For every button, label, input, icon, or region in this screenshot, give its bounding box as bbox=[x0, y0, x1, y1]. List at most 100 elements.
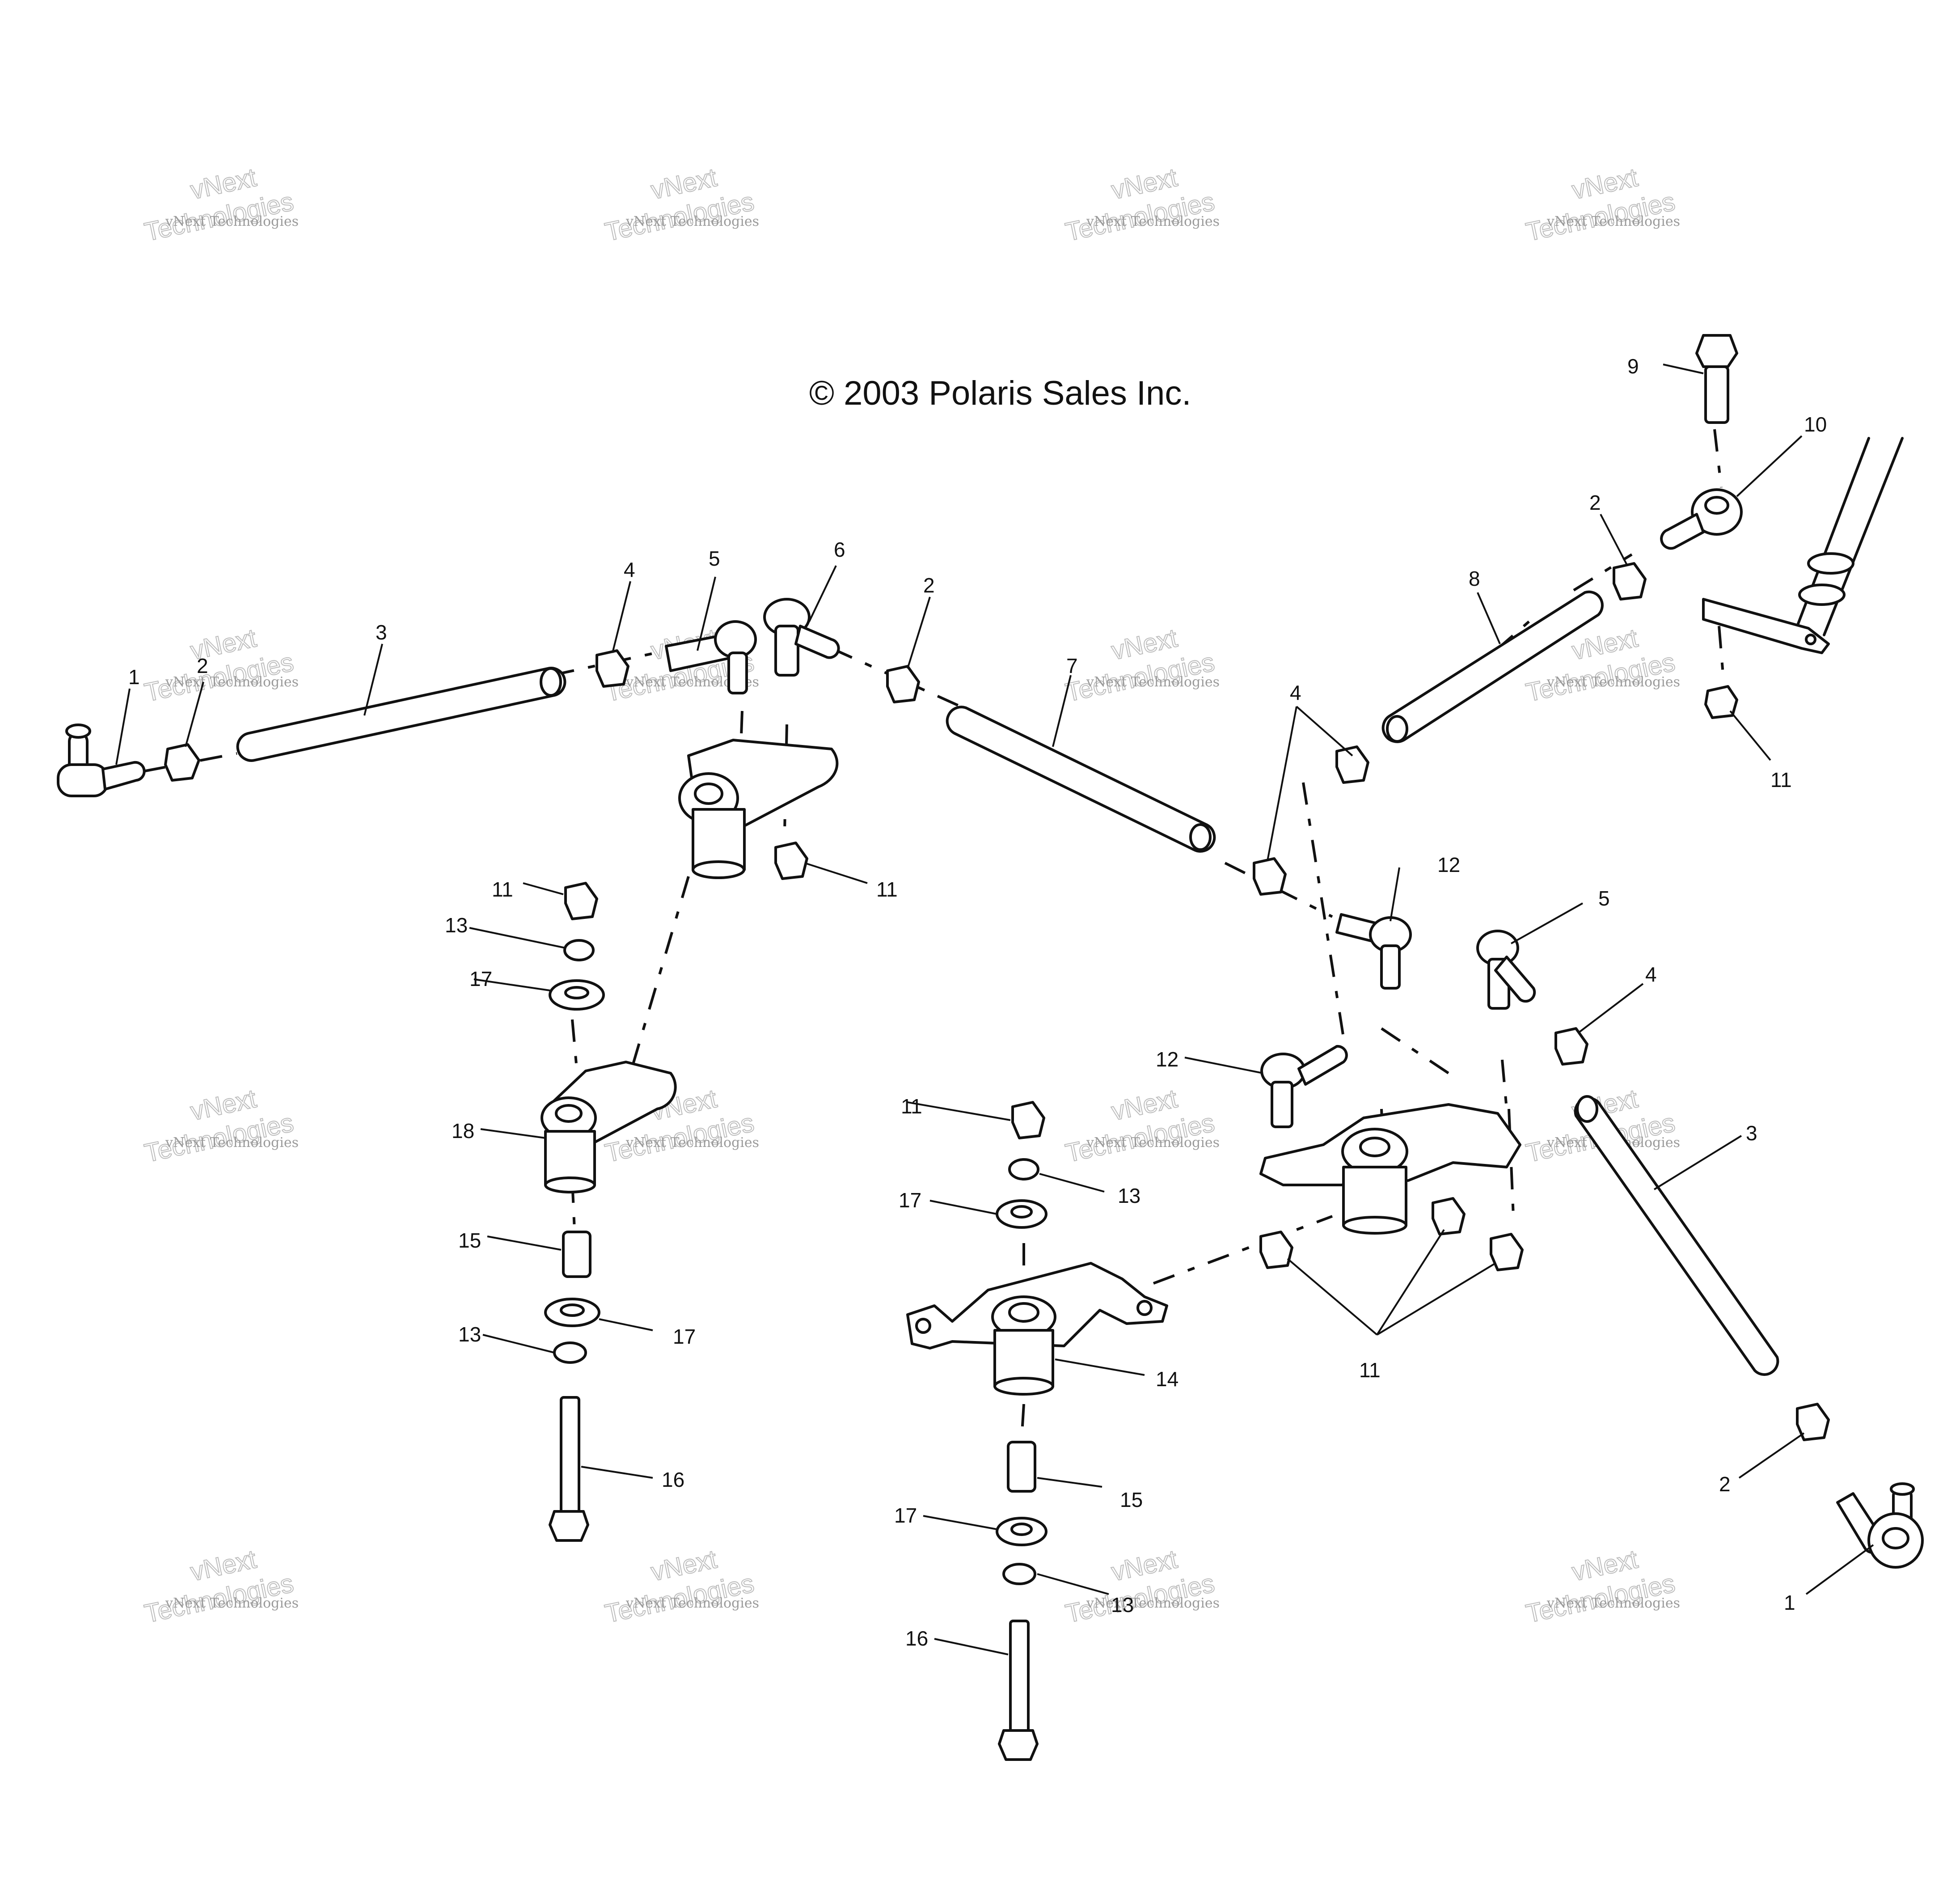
part-ball-joint-12b bbox=[1260, 1045, 1348, 1128]
callout-16: 16 bbox=[662, 1468, 684, 1491]
part-bolt-9 bbox=[1695, 334, 1738, 424]
watermark-small: vNext Technologies bbox=[625, 214, 759, 229]
part-tie-rod-end-left bbox=[57, 724, 146, 797]
watermark-small: vNext Technologies bbox=[165, 1135, 299, 1151]
callout-10: 10 bbox=[1804, 413, 1827, 436]
watermark-small: vNext Technologies bbox=[625, 1595, 759, 1611]
part-bolt-16b bbox=[998, 1620, 1039, 1761]
copyright-text: © 2003 Polaris Sales Inc. bbox=[809, 374, 1191, 412]
watermark-small: vNext Technologies bbox=[1546, 1595, 1680, 1611]
part-jam-nut-2d bbox=[1796, 1403, 1830, 1441]
part-lock-nut-11g bbox=[1490, 1233, 1524, 1271]
watermark-small: vNext Technologies bbox=[1086, 1595, 1220, 1611]
part-idler-arm-18 bbox=[541, 1061, 677, 1193]
part-jam-nut-4c bbox=[1335, 745, 1369, 784]
part-jam-nut-2c bbox=[1613, 562, 1647, 601]
part-lock-nut-11a bbox=[1704, 685, 1738, 719]
leader-lines bbox=[115, 364, 1874, 1655]
callout-3: 3 bbox=[1746, 1121, 1757, 1145]
part-center-tube bbox=[946, 706, 1216, 853]
part-steering-column bbox=[1702, 437, 1904, 654]
callout-13: 13 bbox=[458, 1323, 481, 1346]
callout-16: 16 bbox=[905, 1627, 928, 1650]
part-ball-joint-10 bbox=[1660, 488, 1743, 550]
part-spacer-17c bbox=[996, 1199, 1048, 1229]
part-washer-13a bbox=[563, 939, 595, 961]
part-spacer-17d bbox=[996, 1517, 1048, 1546]
callout-18: 18 bbox=[452, 1119, 474, 1142]
callout-17: 17 bbox=[894, 1504, 917, 1527]
part-tie-rod-tube-right bbox=[1381, 590, 1604, 743]
part-spacer-17a bbox=[549, 979, 605, 1011]
callout-2: 2 bbox=[1589, 491, 1601, 514]
part-ball-joint-6 bbox=[763, 598, 840, 677]
part-washer-13c bbox=[1008, 1158, 1039, 1180]
callout-2: 2 bbox=[923, 574, 935, 597]
part-lock-nut-11f bbox=[1432, 1197, 1466, 1235]
callout-6: 6 bbox=[834, 538, 845, 561]
callout-15: 15 bbox=[1120, 1488, 1143, 1511]
part-bushing-15a bbox=[562, 1231, 591, 1278]
callout-1: 1 bbox=[128, 665, 140, 689]
part-jam-nut-2b bbox=[886, 665, 920, 703]
callout-11: 11 bbox=[876, 878, 898, 901]
callout-13: 13 bbox=[445, 914, 468, 937]
callout-13: 13 bbox=[1111, 1593, 1134, 1616]
part-ball-joint-12a bbox=[1335, 913, 1412, 990]
watermark-small: vNext Technologies bbox=[1546, 674, 1680, 690]
callout-17: 17 bbox=[469, 967, 492, 990]
callout-13: 13 bbox=[1118, 1184, 1140, 1207]
callout-4: 4 bbox=[1645, 963, 1657, 986]
callout-2: 2 bbox=[1719, 1472, 1731, 1496]
part-bolt-16a bbox=[549, 1396, 589, 1542]
callout-14: 14 bbox=[1156, 1367, 1178, 1391]
watermark-small: vNext Technologies bbox=[165, 214, 299, 229]
callout-11: 11 bbox=[901, 1095, 922, 1118]
part-bushing-15b bbox=[1007, 1441, 1036, 1493]
watermark-small: vNext Technologies bbox=[625, 1135, 759, 1151]
part-ball-joint-5a bbox=[665, 620, 757, 694]
part-tie-rod-tube-lower-right bbox=[1574, 1095, 1779, 1376]
callout-17: 17 bbox=[899, 1189, 921, 1212]
callout-3: 3 bbox=[376, 621, 387, 644]
part-pitman-arm-upper bbox=[678, 739, 839, 879]
callout-11: 11 bbox=[1359, 1358, 1381, 1382]
callout-4: 4 bbox=[1290, 681, 1301, 704]
watermark-small: vNext Technologies bbox=[1086, 214, 1220, 229]
part-jam-nut-2a bbox=[164, 743, 200, 782]
callout-11: 11 bbox=[1770, 768, 1792, 791]
part-ball-joint-5b bbox=[1476, 930, 1536, 1010]
callout-4: 4 bbox=[624, 558, 635, 581]
part-lock-nut-11b bbox=[774, 842, 808, 880]
callout-1: 1 bbox=[1784, 1591, 1795, 1614]
part-spacer-17b bbox=[544, 1298, 600, 1327]
callout-15: 15 bbox=[458, 1229, 481, 1252]
watermark-small: vNext Technologies bbox=[1086, 674, 1220, 690]
part-lock-nut-11d bbox=[1011, 1101, 1045, 1139]
callout-12: 12 bbox=[1156, 1048, 1178, 1071]
part-jam-nut-4a bbox=[596, 649, 629, 688]
part-washer-13d bbox=[1002, 1563, 1036, 1585]
part-washer-13b bbox=[553, 1341, 587, 1364]
watermark-small: vNext Technologies bbox=[165, 1595, 299, 1611]
callout-5: 5 bbox=[1598, 887, 1610, 910]
part-pitman-arm-lower bbox=[1259, 1103, 1521, 1235]
callout-numbers: 1 2 3 4 5 6 2 7 4 8 2 9 10 11 11 11 13 1… bbox=[128, 355, 1827, 1650]
callout-17: 17 bbox=[673, 1325, 696, 1348]
watermark-small: vNext Technologies bbox=[1086, 1135, 1220, 1151]
callout-7: 7 bbox=[1066, 654, 1078, 677]
part-lock-nut-11c bbox=[564, 882, 598, 920]
watermark-small: vNext Technologies bbox=[165, 674, 299, 690]
part-lock-nut-11e bbox=[1259, 1231, 1293, 1269]
part-jam-nut-4b bbox=[1253, 857, 1287, 896]
